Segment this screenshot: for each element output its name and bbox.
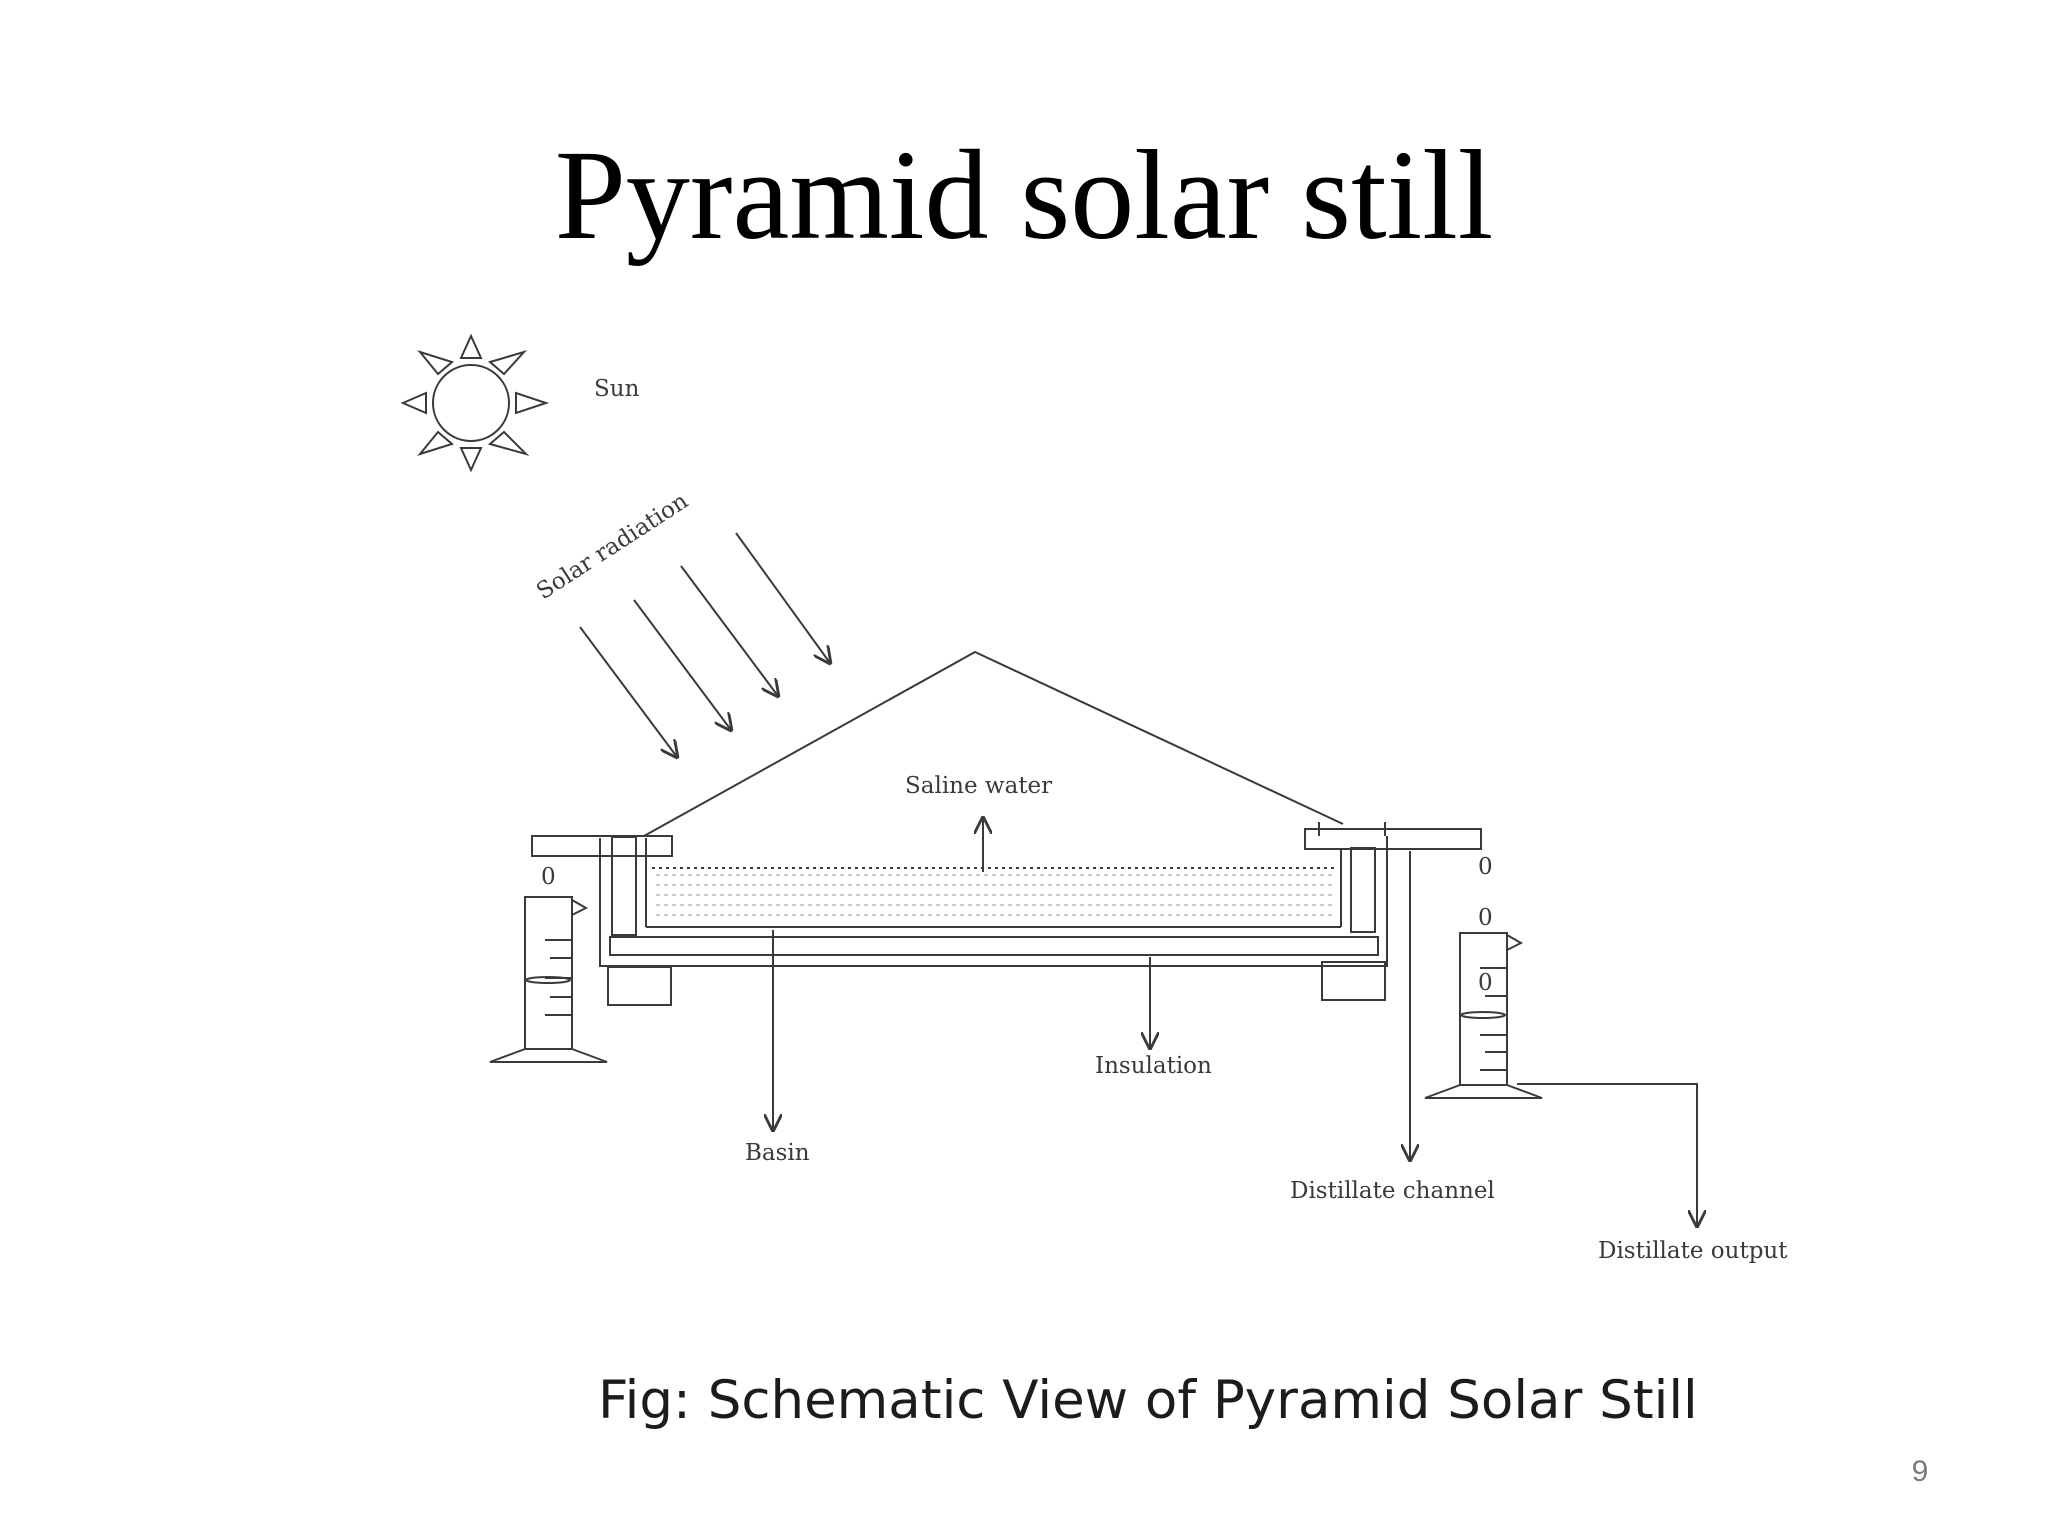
right-measuring-cylinder <box>1424 932 1543 1099</box>
distillate-channel-label: Distillate channel <box>1290 1178 1495 1204</box>
left-cylinder-mark: 0 <box>541 864 556 890</box>
saline-water-label: Saline water <box>905 773 1052 799</box>
right-cylinder-mark-2: 0 <box>1478 905 1493 931</box>
page-number: 9 <box>1911 1455 1929 1488</box>
slide-title: Pyramid solar still <box>554 124 1494 266</box>
right-cylinder-mark-1: 0 <box>1478 854 1493 880</box>
right-cylinder-mark-3: 0 <box>1478 970 1493 996</box>
saline-water <box>652 868 1336 924</box>
distillate-output-label: Distillate output <box>1598 1238 1788 1264</box>
insulation-label: Insulation <box>1095 1053 1212 1079</box>
basin-label: Basin <box>745 1140 810 1166</box>
left-footing <box>607 966 672 1006</box>
sun-label: Sun <box>594 376 640 402</box>
glass-cover <box>643 650 1344 837</box>
sun-icon <box>400 333 550 473</box>
solar-radiation-label: Solar radiation <box>532 488 693 605</box>
figure-caption: Fig: Schematic View of Pyramid Solar Sti… <box>598 1370 1698 1431</box>
basin <box>599 836 1388 967</box>
right-cover-plate <box>1304 828 1482 850</box>
solar-radiation-arrows <box>579 532 830 757</box>
left-cover-plate <box>531 835 673 857</box>
right-footing <box>1321 961 1386 1001</box>
left-measuring-cylinder <box>489 896 608 1063</box>
